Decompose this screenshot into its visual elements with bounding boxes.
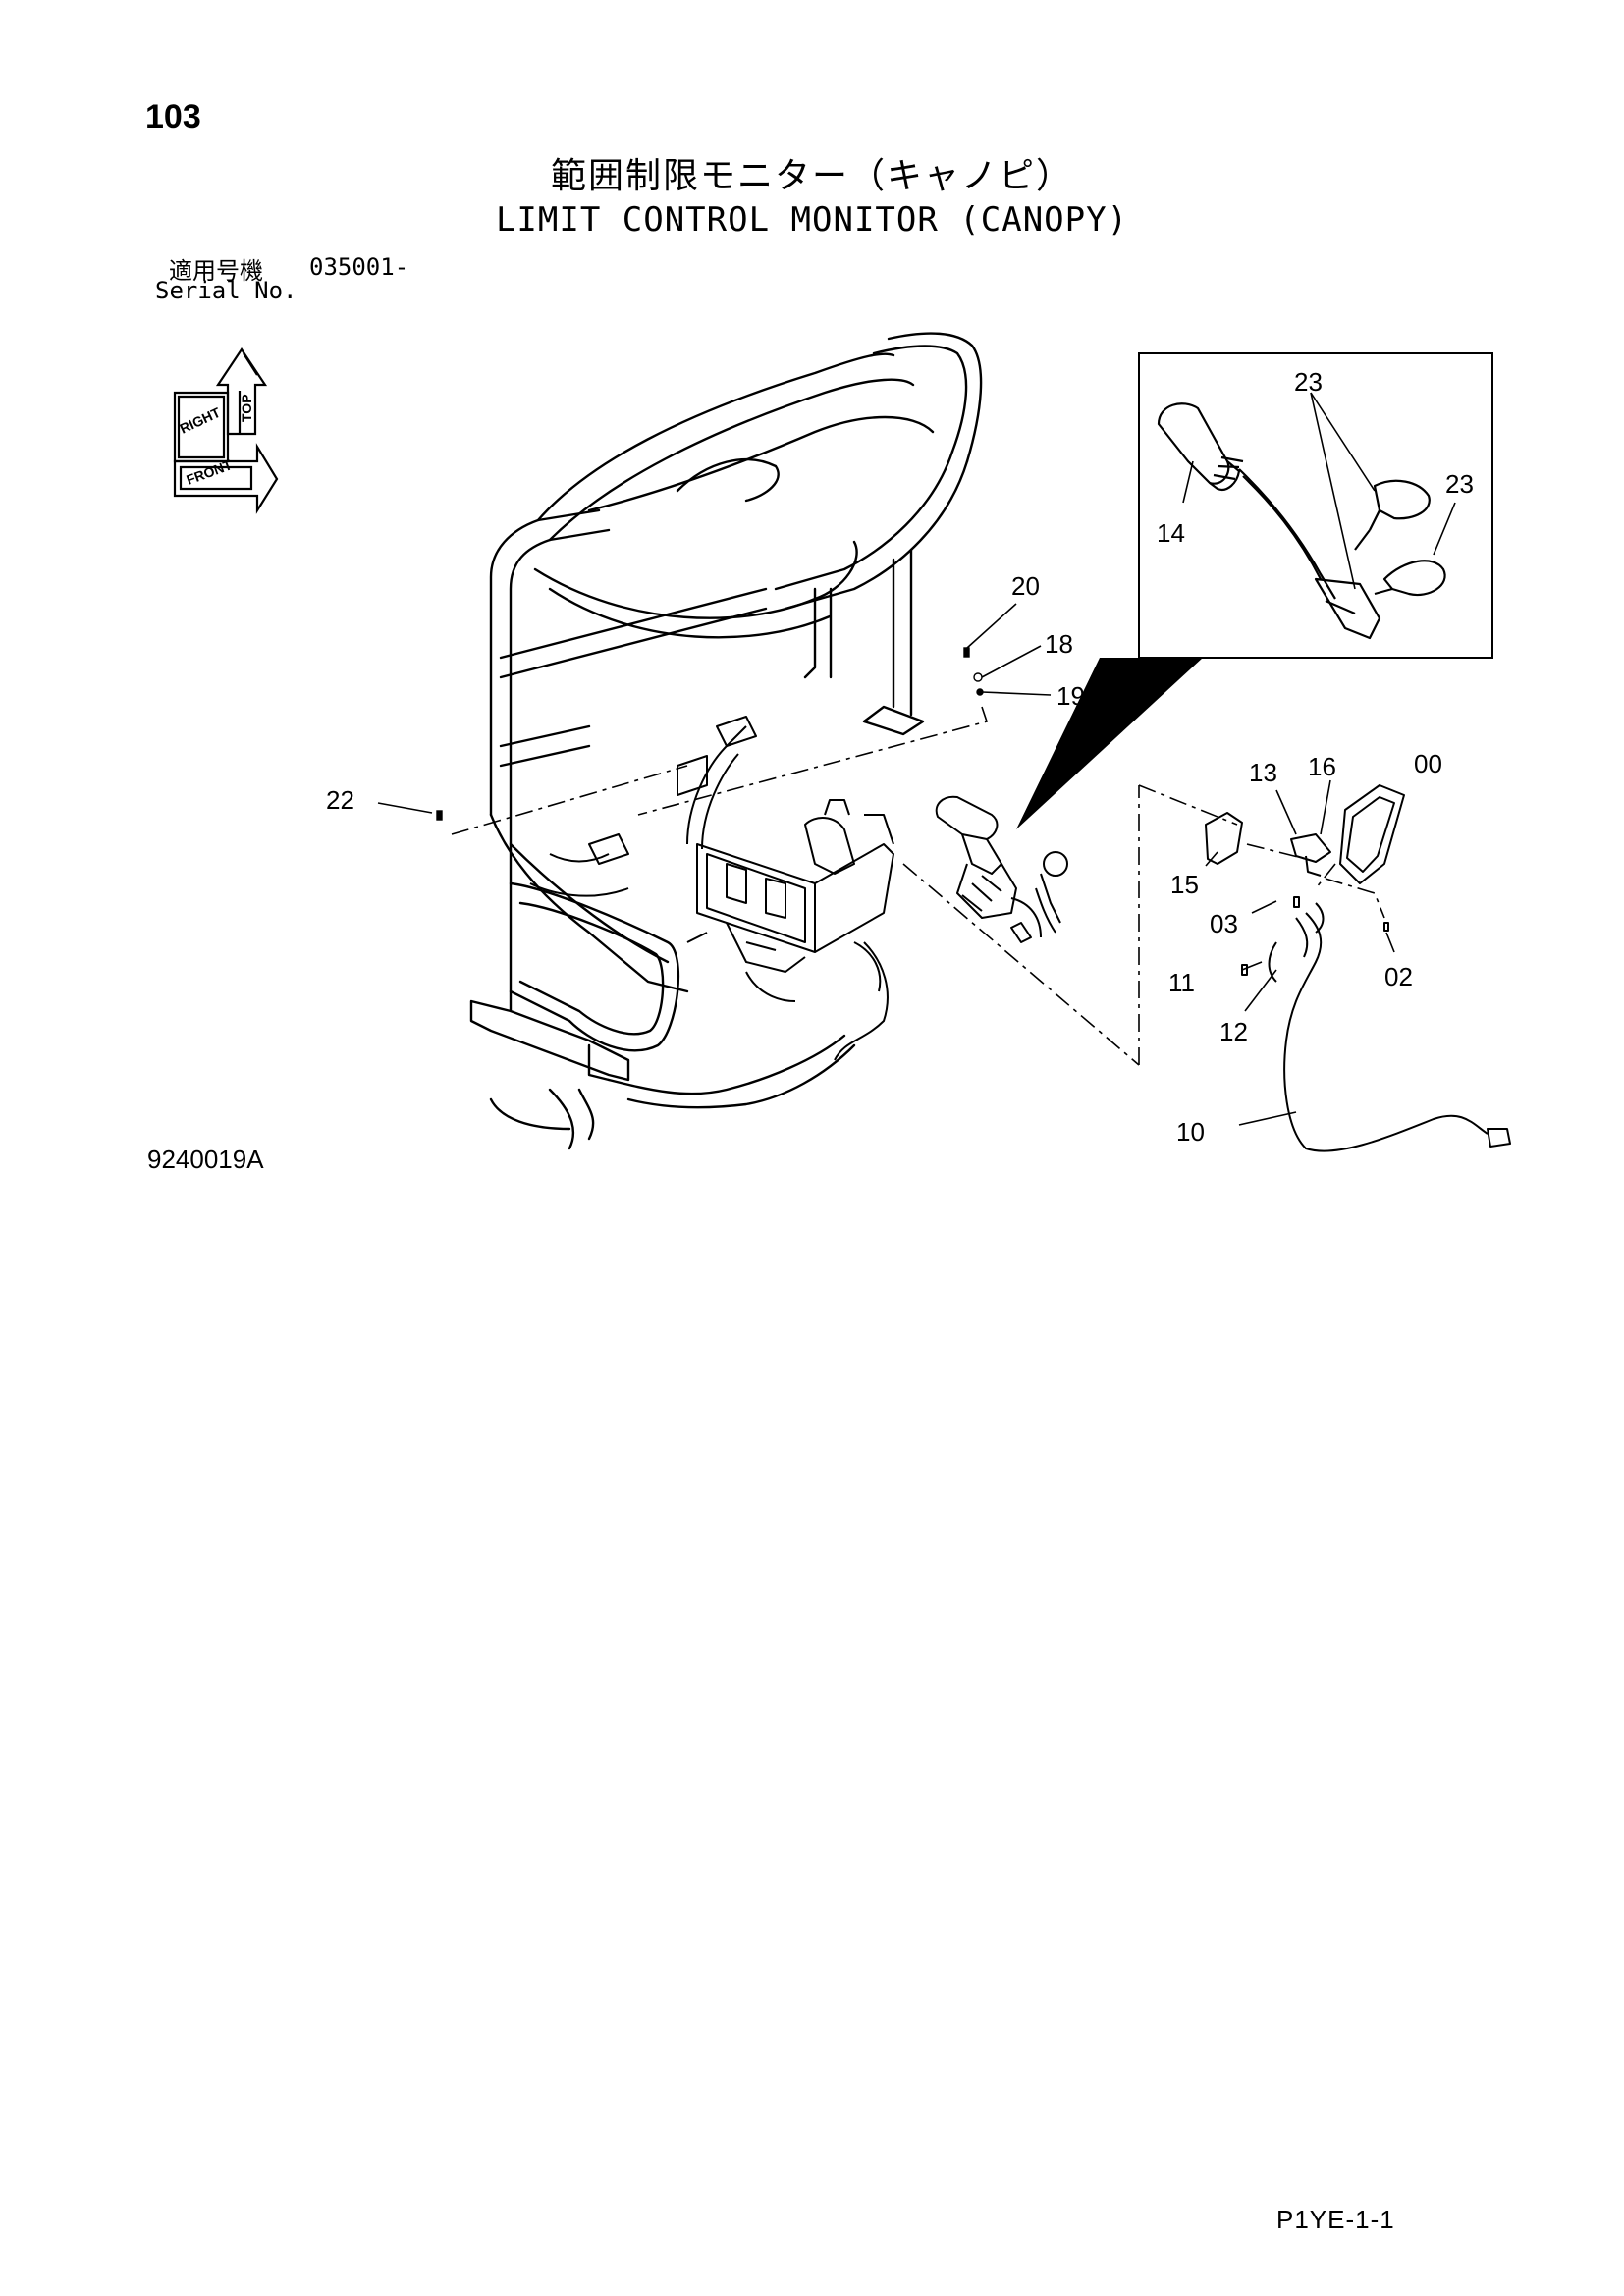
- orientation-icon: TOP RIGHT FRONT: [173, 347, 279, 514]
- inset-pointer-arrow: [1016, 658, 1203, 829]
- serial-label-english: Serial No.: [155, 277, 298, 304]
- callout-11: 11: [1168, 968, 1195, 997]
- callout-23-top: 23: [1294, 367, 1323, 397]
- callout-15: 15: [1170, 870, 1199, 899]
- joystick-main: [935, 795, 1068, 943]
- callout-00: 00: [1414, 749, 1442, 778]
- control-console: [529, 716, 894, 1061]
- dashed-reference-lines: [451, 706, 1385, 1066]
- callout-23-right: 23: [1445, 469, 1474, 499]
- callout-02: 02: [1384, 962, 1413, 991]
- page-code: P1YE-1-1: [1276, 2205, 1395, 2234]
- callout-10: 10: [1176, 1117, 1205, 1147]
- monitor-assembly: [1205, 784, 1511, 1152]
- serial-number-value: 035001-: [309, 253, 409, 281]
- leader-lines: [377, 392, 1456, 1126]
- canopy-frame: [469, 332, 983, 1150]
- orientation-top-label: TOP: [239, 394, 254, 422]
- title-japanese: 範囲制限モニター（キャノピ）: [550, 156, 1073, 196]
- hardware-glyphs: [436, 647, 984, 821]
- callout-16: 16: [1308, 752, 1336, 781]
- callout-14: 14: [1157, 518, 1185, 548]
- callout-22: 22: [326, 785, 354, 815]
- serial-label-japanese: 適用号機: [169, 257, 263, 285]
- inset-joystick: [1157, 402, 1446, 640]
- orientation-right-label: RIGHT: [178, 404, 224, 437]
- callout-13: 13: [1249, 758, 1277, 787]
- callout-20: 20: [1011, 571, 1040, 601]
- drawing-number: 9240019A: [147, 1145, 264, 1174]
- page-number: 103: [145, 98, 201, 135]
- callout-labels: 00 02 03 10 11 12 13 14 15 16 18 19 20 2…: [326, 367, 1474, 1147]
- title-english: LIMIT CONTROL MONITOR (CANOPY): [495, 200, 1129, 240]
- detail-inset-box: [1138, 352, 1493, 659]
- callout-18: 18: [1045, 629, 1073, 659]
- callout-19: 19: [1056, 681, 1085, 711]
- callout-03: 03: [1210, 909, 1238, 938]
- callout-12: 12: [1219, 1017, 1248, 1046]
